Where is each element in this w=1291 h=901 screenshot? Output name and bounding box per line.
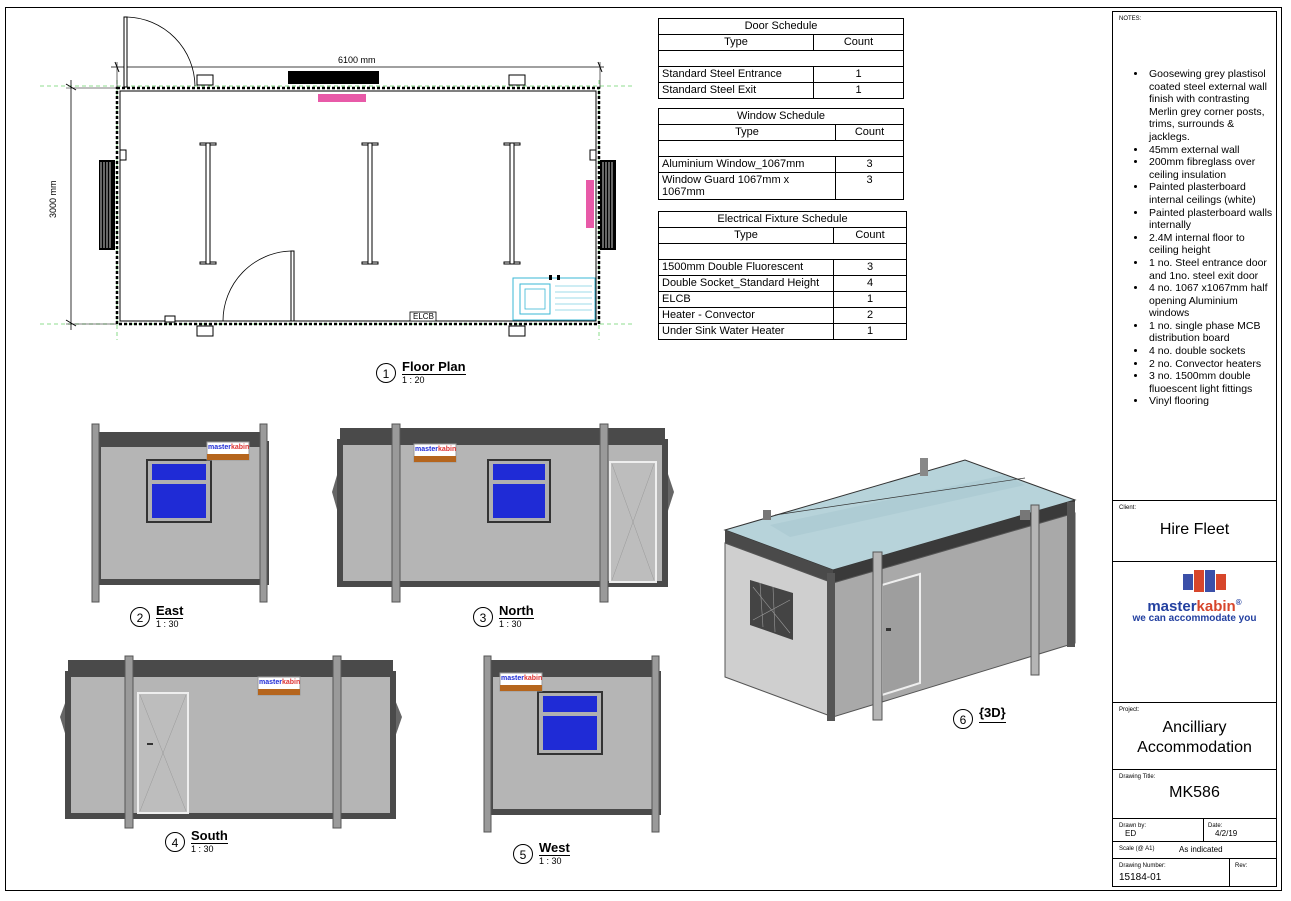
list-item: Painted plasterboard walls internally bbox=[1147, 207, 1276, 232]
list-item: 2.4M internal floor to ceiling height bbox=[1147, 232, 1276, 257]
drawing-title-section: Drawing Title: MK586 bbox=[1113, 770, 1276, 819]
notes-list: Goosewing grey plastisol coated steel ex… bbox=[1113, 68, 1276, 408]
client-section: Client: Hire Fleet bbox=[1113, 501, 1276, 562]
list-item: 1 no. single phase MCB distribution boar… bbox=[1147, 320, 1276, 345]
window-col-type: Type bbox=[658, 124, 836, 141]
sign-west: masterkabin bbox=[501, 675, 543, 682]
list-item: 4 no. 1067 x1067mm half opening Aluminiu… bbox=[1147, 282, 1276, 320]
electrical-schedule-title: Electrical Fixture Schedule bbox=[658, 211, 907, 228]
drawing-date: 4/2/19 bbox=[1215, 829, 1238, 838]
list-item: 1 no. Steel entrance door and 1no. steel… bbox=[1147, 257, 1276, 282]
list-item: Painted plasterboard internal ceilings (… bbox=[1147, 181, 1276, 206]
logo-icon bbox=[1183, 570, 1226, 592]
elevation-east bbox=[91, 423, 269, 603]
drawing-number: 15184-01 bbox=[1119, 872, 1162, 883]
elevation-south bbox=[60, 655, 402, 829]
project-section: Project: Ancilliary Accommodation bbox=[1113, 703, 1276, 770]
window-col-count: Count bbox=[835, 124, 904, 141]
list-item: Goosewing grey plastisol coated steel ex… bbox=[1147, 68, 1276, 144]
drawing-number-section: Drawing Number: 15184-01 Rev: bbox=[1113, 859, 1276, 886]
logo-wordmark: masterkabin® bbox=[1147, 598, 1242, 615]
list-item: 200mm fibreglass over ceiling insulation bbox=[1147, 156, 1276, 181]
list-item: 3 no. 1500mm double fluoescent light fit… bbox=[1147, 370, 1276, 395]
window-schedule-title: Window Schedule bbox=[658, 108, 904, 125]
project-line-2: Accommodation bbox=[1137, 739, 1252, 756]
door-col-type: Type bbox=[658, 34, 814, 51]
sign-south: masterkabin bbox=[259, 679, 301, 686]
list-item: Vinyl flooring bbox=[1147, 395, 1276, 408]
sign-east: masterkabin bbox=[208, 444, 250, 451]
logo-section: masterkabin® we can accommodate you bbox=[1113, 562, 1276, 703]
drawn-by-section: Drawn by: ED Date: 4/2/19 bbox=[1113, 819, 1276, 842]
elcb-tag: ELCB bbox=[413, 312, 434, 321]
electrical-col-type: Type bbox=[658, 227, 834, 244]
sign-north: masterkabin bbox=[415, 446, 457, 453]
drawing-scale: As indicated bbox=[1179, 845, 1223, 854]
project-line-1: Ancilliary bbox=[1162, 719, 1227, 736]
floor-plan bbox=[40, 16, 632, 340]
view-label-3d: 6 {3D} bbox=[953, 706, 1006, 729]
title-block: NOTES: Goosewing grey plastisol coated s… bbox=[1112, 11, 1277, 887]
drawing-sheet bbox=[5, 7, 1282, 891]
isometric-3d-view bbox=[723, 458, 1077, 721]
list-item: 4 no. double sockets bbox=[1147, 345, 1276, 358]
dimension-width: 6100 mm bbox=[338, 55, 376, 65]
door-col-count: Count bbox=[813, 34, 904, 51]
list-item: 2 no. Convector heaters bbox=[1147, 358, 1276, 371]
client-name: Hire Fleet bbox=[1159, 521, 1230, 538]
elevation-north bbox=[332, 423, 674, 603]
drawn-by: ED bbox=[1125, 829, 1137, 838]
logo-tagline: we can accommodate you bbox=[1132, 613, 1257, 624]
door-schedule-title: Door Schedule bbox=[658, 18, 904, 35]
dimension-height: 3000 mm bbox=[48, 180, 58, 218]
elevation-west bbox=[483, 655, 661, 833]
list-item: 45mm external wall bbox=[1147, 144, 1276, 157]
scale-section: Scale (@ A1) As indicated bbox=[1113, 842, 1276, 859]
electrical-col-count: Count bbox=[833, 227, 907, 244]
notes-section: NOTES: Goosewing grey plastisol coated s… bbox=[1113, 12, 1276, 501]
drawing-title: MK586 bbox=[1169, 784, 1220, 801]
